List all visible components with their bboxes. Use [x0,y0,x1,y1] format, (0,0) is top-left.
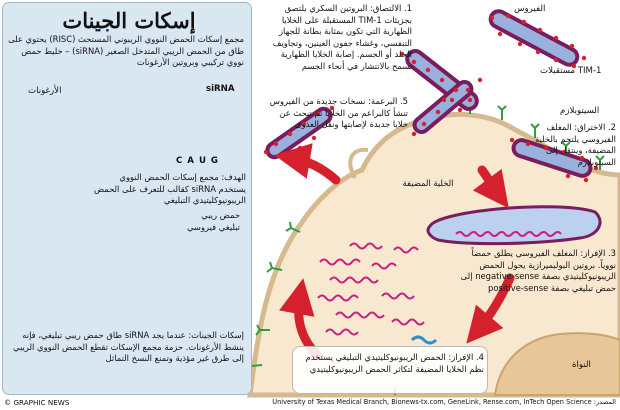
step5-text: 5. البرعمة: نسخات جديدة من الفيروس تنشأ … [269,96,408,130]
caug-sequence-label: C A U G [176,156,219,166]
step4-text: 4. الإفراز: الحمض الريبونيوكليتيدي التبل… [305,352,484,374]
target-text: الهدف: مجمع إسكات الحمض النووي يستخدم si… [93,172,246,206]
step2-text: 2. الاختراق: المغلف الفيروسي يلتحم بالخل… [535,122,616,167]
viral-mrna-label: حمض ريبي تبليغي فيروسي [186,210,240,232]
virus-label: الفيروس [514,4,546,14]
step3-text: 3. الإفراز: المغلف الفيروسي يطلق حمضاً ن… [460,248,616,293]
mrna-fragment [410,335,438,345]
virus-particle-budding [412,80,474,134]
nucleus-label: النواة [572,360,591,370]
step4-box [292,346,488,394]
silencing-text: إسكات الجينات: عندما يجد siRNA طاق حمض ر… [13,330,244,364]
tim1-receptors-label: مستقبلات TIM-1 [540,66,602,76]
cytoplasm-label: السيتوبلازم [560,106,600,116]
title-container: إسكات الجينات [9,8,249,34]
virus-particle-top [488,9,580,67]
arrow-budding-out [274,143,341,185]
risc-info-panel: إسكات الجينات [2,2,252,395]
viral-spikes [263,13,599,183]
sources-line: المصدر: University of Texas Medical Bran… [272,398,616,406]
nucleus-shape [493,332,620,396]
graphic-news-credit: © GRAPHIC NEWS [4,398,70,407]
sirna-label: siRNA [206,84,235,94]
arrow-step3-to-step4 [466,273,515,344]
host-cell-label: الخلية المضيفة [402,178,454,188]
replicated-rna-strands [317,231,562,336]
page-title: إسكات الجينات [62,8,196,33]
virus-particle-fusing [511,138,593,178]
step1-text: 1. الالتصاق: البروتين السكري يلتصق بجزيئ… [272,3,412,71]
arrow-step1-to-step2 [472,165,509,209]
budding-membrane [348,147,369,179]
risc-intro-text: مجمع إسكات الحمض النووي الريبوني المستحث… [8,34,244,68]
argonaute-label: الأرغونات [28,86,62,96]
